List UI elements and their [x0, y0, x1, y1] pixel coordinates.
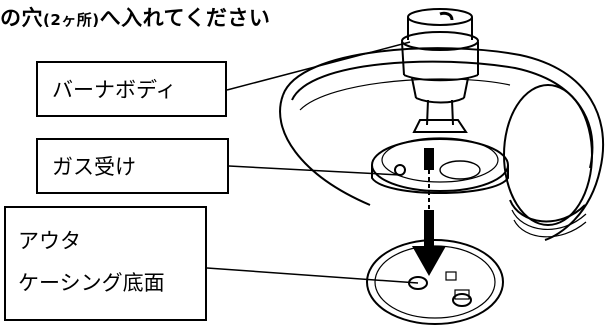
instruction-count: (2ヶ所)	[43, 11, 100, 29]
leader-burner	[226, 41, 411, 91]
instruction-text: の穴(2ヶ所)へ入れてください	[0, 2, 270, 32]
label-outer-casing-line2: ケーシング底面	[18, 271, 165, 295]
label-burner-body: バーナボディ	[36, 61, 227, 117]
label-gas-receiver: ガス受け	[36, 138, 229, 194]
label-outer-casing-bottom: アウタ ケーシング底面	[4, 206, 207, 321]
label-outer-casing-line1: アウタ	[18, 229, 81, 253]
outer-bowl-inner-rim	[291, 60, 594, 169]
leader-gas	[228, 165, 401, 176]
assembly-arrow	[412, 148, 446, 276]
instruction-prefix: の穴	[0, 6, 43, 30]
leader-outer	[206, 267, 419, 284]
instruction-suffix: へ入れてください	[99, 6, 271, 30]
outer-bowl-rim	[282, 47, 605, 241]
